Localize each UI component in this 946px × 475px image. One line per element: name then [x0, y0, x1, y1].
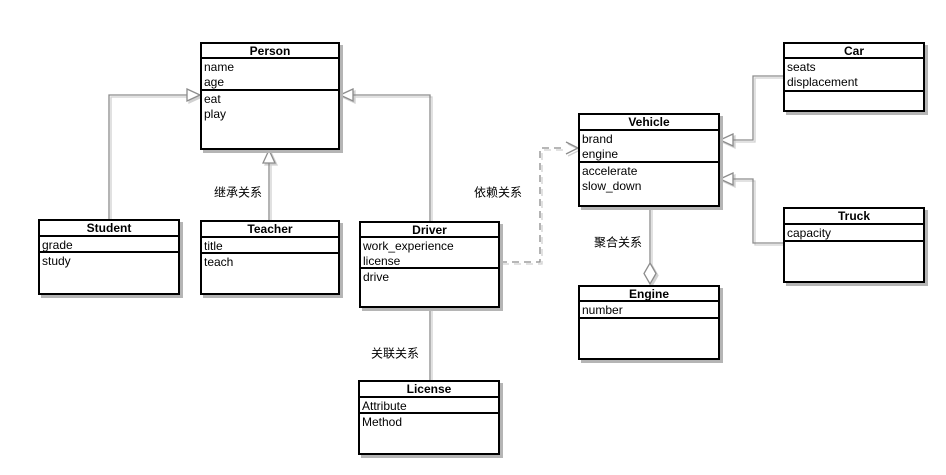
class-attributes: number	[580, 302, 718, 319]
class-name: License	[360, 382, 498, 398]
class-box-person[interactable]: Person name age eat play	[200, 42, 340, 150]
inheritance-arrow-icon	[340, 89, 353, 101]
class-box-teacher[interactable]: Teacher title teach	[200, 220, 340, 295]
edge-driver-vehicle	[500, 148, 566, 262]
attribute: grade	[42, 238, 73, 252]
attribute: Attribute	[362, 399, 407, 413]
class-name: Engine	[580, 287, 718, 302]
inheritance-arrow-icon	[187, 89, 200, 101]
class-name: Vehicle	[580, 115, 718, 131]
class-attributes: capacity	[785, 225, 923, 242]
method: Method	[362, 415, 403, 429]
label-association: 关联关系	[368, 344, 422, 362]
dependency-arrow-icon	[566, 142, 578, 154]
inheritance-arrow-icon	[720, 173, 733, 185]
label-dependency: 依赖关系	[471, 183, 525, 201]
method: study	[42, 254, 71, 268]
class-name: Car	[785, 44, 923, 59]
class-attributes: title	[202, 238, 338, 254]
class-methods: eat play	[202, 91, 338, 148]
method: accelerate	[582, 164, 638, 178]
class-attributes: grade	[40, 237, 178, 253]
class-attributes: work_experience license	[361, 238, 498, 269]
class-attributes: Attribute	[360, 398, 498, 414]
class-name: Student	[40, 221, 178, 237]
attribute: engine	[582, 147, 619, 161]
class-name: Teacher	[202, 222, 338, 238]
attribute: work_experience	[363, 239, 454, 253]
class-name: Truck	[785, 209, 923, 225]
method: drive	[363, 270, 390, 284]
edge-driver-person	[353, 95, 430, 221]
class-box-engine[interactable]: Engine number	[578, 285, 720, 360]
edge-student-person	[109, 95, 187, 219]
class-box-driver[interactable]: Driver work_experience license drive	[359, 221, 500, 308]
method: teach	[204, 255, 234, 269]
attribute: number	[582, 303, 623, 317]
class-box-license[interactable]: License Attribute Method	[358, 380, 500, 455]
inheritance-arrow-icon	[720, 134, 733, 146]
class-attributes: brand engine	[580, 131, 718, 163]
inheritance-arrow-icon	[263, 150, 275, 163]
class-methods	[785, 92, 923, 110]
edge-car-vehicle	[733, 76, 783, 140]
class-name: Driver	[361, 223, 498, 238]
class-methods: study	[40, 253, 178, 293]
class-methods: drive	[361, 269, 498, 306]
attribute: displacement	[787, 75, 858, 89]
class-box-truck[interactable]: Truck capacity	[783, 207, 925, 283]
method: slow_down	[582, 179, 642, 193]
class-methods: accelerate slow_down	[580, 163, 718, 205]
attribute: age	[204, 75, 225, 89]
aggregation-diamond-icon	[644, 263, 656, 284]
attribute: name	[204, 60, 235, 74]
attribute: license	[363, 254, 401, 268]
edge-truck-vehicle	[733, 179, 783, 243]
class-methods: teach	[202, 254, 338, 293]
method: play	[204, 107, 227, 121]
class-box-car[interactable]: Car seats displacement	[783, 42, 925, 112]
class-methods	[785, 242, 923, 281]
class-box-vehicle[interactable]: Vehicle brand engine accelerate slow_dow…	[578, 113, 720, 207]
method: eat	[204, 92, 221, 106]
class-methods	[580, 319, 718, 358]
attribute: brand	[582, 132, 613, 146]
attribute: title	[204, 239, 223, 253]
label-inheritance: 继承关系	[211, 183, 265, 201]
class-methods: Method	[360, 414, 498, 453]
attribute: capacity	[787, 226, 832, 240]
class-name: Person	[202, 44, 338, 59]
class-box-student[interactable]: Student grade study	[38, 219, 180, 295]
class-attributes: seats displacement	[785, 59, 923, 92]
attribute: seats	[787, 60, 816, 74]
label-aggregation: 聚合关系	[591, 233, 645, 251]
class-attributes: name age	[202, 59, 338, 91]
